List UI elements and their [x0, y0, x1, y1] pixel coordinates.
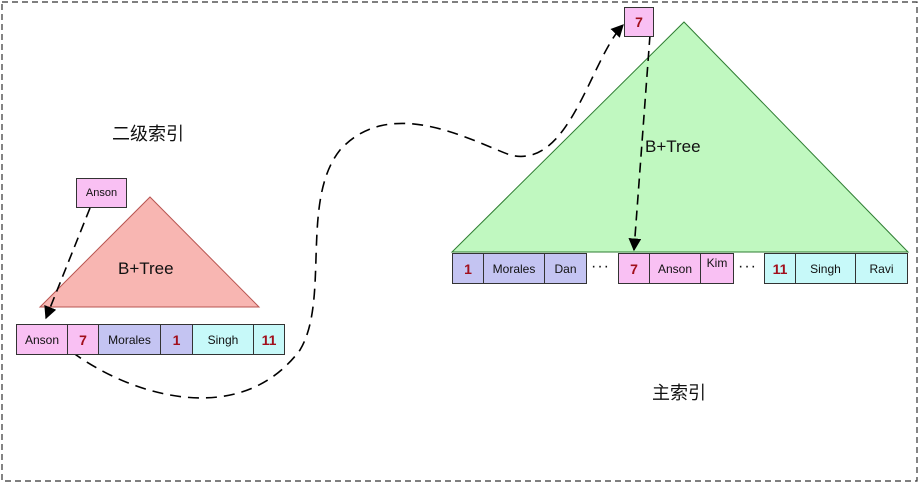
- primary-leaf-cell: 7: [618, 253, 650, 284]
- primary-leaf-cell: Morales: [483, 253, 545, 284]
- primary-btree-triangle: [450, 21, 910, 253]
- primary-leaf-cell: Kim: [700, 253, 734, 284]
- secondary-btree-triangle: [38, 196, 261, 308]
- secondary-search-key: Anson: [76, 178, 127, 208]
- secondary-btree-label: B+Tree: [118, 259, 174, 278]
- secondary-leaf-cell: 11: [253, 324, 285, 355]
- primary-search-key: 7: [624, 7, 654, 37]
- secondary-leaf-cell: 1: [160, 324, 193, 355]
- primary-leaf-cell: Dan: [544, 253, 587, 284]
- primary-btree-label: B+Tree: [645, 137, 701, 156]
- primary-leaf-ellipsis-2: ···: [738, 258, 757, 275]
- primary-lookup-arrow: [628, 34, 651, 252]
- back-to-primary-arrow: [71, 24, 624, 399]
- primary-leaf-cell: Ravi: [855, 253, 908, 284]
- primary-leaf-cell: Singh: [795, 253, 856, 284]
- secondary-leaf-cell: 7: [67, 324, 99, 355]
- primary-leaf-cell: 11: [764, 253, 796, 284]
- primary-index-title: 主索引: [652, 383, 706, 404]
- secondary-lookup-arrow: [44, 207, 91, 320]
- secondary-index-title: 二级索引: [112, 124, 184, 145]
- primary-leaf-cell: Anson: [649, 253, 701, 284]
- secondary-leaf-cell: Singh: [192, 324, 254, 355]
- secondary-leaf-cell: Anson: [16, 324, 68, 355]
- primary-leaf-ellipsis: ···: [591, 258, 610, 275]
- primary-leaf-cell: 1: [452, 253, 484, 284]
- secondary-leaf-cell: Morales: [98, 324, 161, 355]
